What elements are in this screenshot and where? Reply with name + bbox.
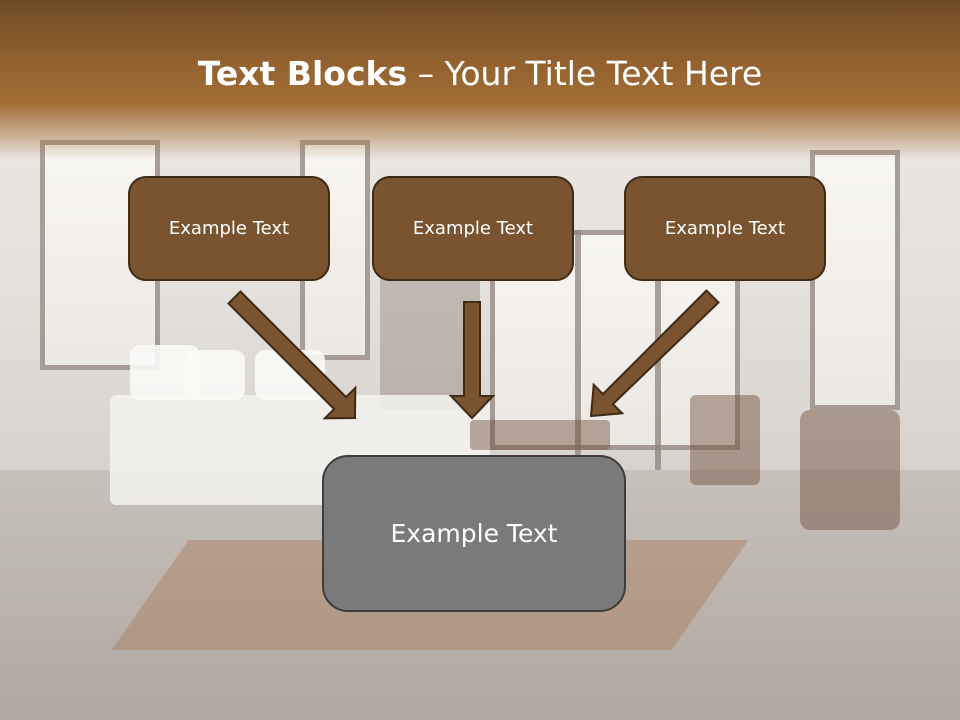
title-dash: – (407, 54, 445, 93)
text-block-center[interactable]: Example Text (372, 176, 574, 281)
arrow-left (227, 290, 357, 420)
pillow (185, 350, 245, 400)
armchair (800, 410, 900, 530)
title-rest: Your Title Text Here (444, 54, 763, 93)
coffee-table (470, 420, 610, 450)
arrow-right (589, 289, 720, 418)
slide-title: Text Blocks – Your Title Text Here (0, 54, 960, 93)
header-band (0, 0, 960, 160)
text-block-right-label: Example Text (664, 218, 786, 239)
text-block-left-label: Example Text (168, 218, 290, 239)
text-block-main-label: Example Text (390, 519, 558, 548)
arrow-center (448, 301, 496, 420)
text-block-center-label: Example Text (412, 218, 534, 239)
text-block-main[interactable]: Example Text (322, 455, 626, 612)
title-bold: Text Blocks (197, 54, 408, 93)
text-block-left[interactable]: Example Text (128, 176, 330, 281)
text-block-right[interactable]: Example Text (624, 176, 826, 281)
chair (690, 395, 760, 485)
window-mullion (575, 230, 581, 470)
